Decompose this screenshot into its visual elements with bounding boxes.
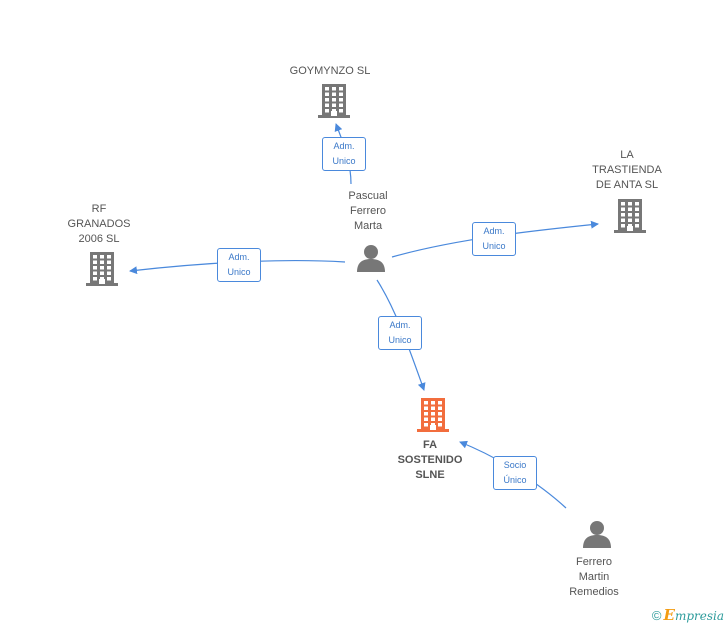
- label-line: GRANADOS: [67, 218, 131, 230]
- label-line: Unico: [227, 267, 251, 277]
- label-line: Marta: [353, 220, 383, 232]
- label-line: Adm.: [483, 226, 505, 236]
- label-line: DE ANTA SL: [595, 179, 659, 191]
- edge-label-to-la-trastienda: Adm. Unico: [472, 222, 516, 256]
- person-icon[interactable]: [357, 245, 385, 272]
- label-line: FA: [422, 439, 438, 451]
- node-label-rf-granados[interactable]: RF GRANADOS 2006 SL: [49, 202, 149, 247]
- edge-label-to-rf-granados: Adm. Unico: [217, 248, 261, 282]
- building-icon[interactable]: [614, 199, 646, 233]
- label-line: SLNE: [415, 469, 445, 481]
- building-icon[interactable]: [318, 84, 350, 118]
- node-label-la-trastienda[interactable]: LA TRASTIENDA DE ANTA SL: [577, 148, 677, 193]
- brand-initial: E: [663, 606, 675, 624]
- brand-logo: ©Empresia: [652, 606, 724, 624]
- person-icon[interactable]: [583, 521, 611, 548]
- label-line: Adm.: [228, 252, 250, 262]
- label-line: Adm.: [389, 320, 411, 330]
- label-line: SOSTENIDO: [397, 454, 463, 466]
- label-line: Ferrero: [575, 556, 613, 568]
- brand-name: mpresia: [674, 609, 724, 623]
- label-line: TRASTIENDA: [592, 164, 662, 176]
- node-label-goymynzo[interactable]: GOYMYNZO SL: [280, 64, 380, 79]
- label-line: 2006 SL: [78, 233, 120, 245]
- label-line: RF: [91, 203, 107, 215]
- label-line: Unico: [482, 241, 506, 251]
- building-icon[interactable]: [417, 398, 449, 432]
- label-line: Martin: [578, 571, 610, 583]
- node-label-fa-sostenido[interactable]: FA SOSTENIDO SLNE: [380, 438, 480, 483]
- copyright-symbol: ©: [651, 608, 662, 623]
- label-line: Remedios: [569, 586, 619, 598]
- label-line: Único: [503, 475, 527, 485]
- label-line: Adm.: [333, 141, 355, 151]
- label-line: Pascual: [348, 190, 388, 202]
- edge-label-to-fa-sostenido: Adm. Unico: [378, 316, 422, 350]
- label-line: LA: [620, 149, 634, 161]
- building-icon[interactable]: [86, 252, 118, 286]
- label-line: Socio: [503, 460, 527, 470]
- label-line: Unico: [388, 335, 412, 345]
- label-line: Unico: [332, 156, 356, 166]
- edge-label-to-goymynzo: Adm. Unico: [322, 137, 366, 171]
- label-line: Ferrero: [349, 205, 387, 217]
- label-line: GOYMYNZO SL: [289, 65, 371, 77]
